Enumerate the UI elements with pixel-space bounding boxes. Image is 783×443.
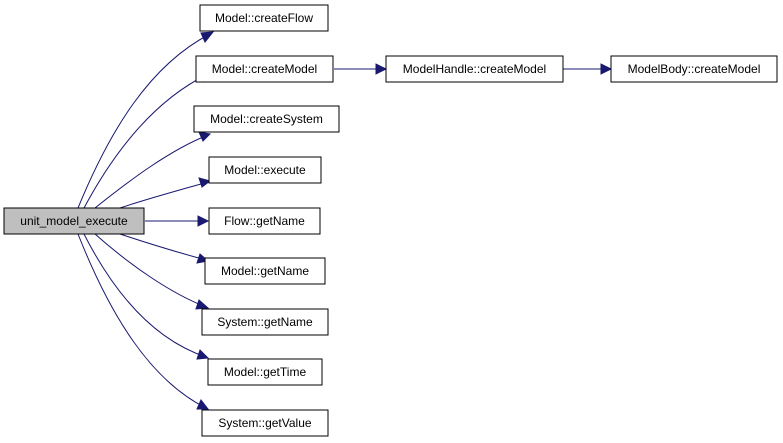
node-modelbody-createmodel[interactable]: ModelBody::createModel <box>610 55 778 83</box>
edge-root-to-createmodel <box>83 73 209 209</box>
arrow-root-to-getvalue <box>196 399 210 410</box>
node-model-execute[interactable]: Model::execute <box>208 156 322 184</box>
arrow-root-to-createflow <box>200 31 215 43</box>
node-model-getname[interactable]: Model::getName <box>204 257 326 285</box>
node-flow-getname-label: Flow::getName <box>224 214 305 228</box>
node-model-createsystem-label: Model::createSystem <box>210 112 323 126</box>
edge-root-to-system-getname <box>94 233 207 308</box>
node-system-getvalue[interactable]: System::getValue <box>201 409 329 437</box>
node-modelbody-createmodel-label: ModelBody::createModel <box>628 62 761 76</box>
root-node-label: unit_model_execute <box>20 214 128 228</box>
arrow-root-to-system-getname <box>195 299 210 310</box>
arrow-root-to-execute <box>198 177 212 188</box>
node-system-getname-label: System::getName <box>217 315 313 329</box>
arrow-root-to-gettime <box>196 349 210 360</box>
node-system-getvalue-label: System::getValue <box>218 416 311 430</box>
root-node[interactable]: unit_model_execute <box>3 207 145 235</box>
edge-root-to-gettime <box>83 233 207 358</box>
node-model-createsystem[interactable]: Model::createSystem <box>193 105 340 133</box>
edge-root-to-execute <box>119 181 209 209</box>
node-modelhandle-createmodel[interactable]: ModelHandle::createModel <box>385 55 564 83</box>
node-model-createmodel-label: Model::createModel <box>212 62 317 76</box>
edge-root-to-model-getname <box>119 233 207 261</box>
node-model-execute-label: Model::execute <box>224 163 306 177</box>
arrow-root-to-flow-getname <box>197 215 210 227</box>
arrow-modelhandle-to-modelbody <box>600 63 613 75</box>
node-model-createflow[interactable]: Model::createFlow <box>199 4 329 32</box>
node-flow-getname[interactable]: Flow::getName <box>208 207 321 235</box>
node-model-getname-label: Model::getName <box>221 264 309 278</box>
edge-root-to-getvalue <box>77 233 207 409</box>
edge-root-to-createflow <box>77 33 211 209</box>
arrow-root-to-createsystem <box>198 131 212 142</box>
node-model-gettime-label: Model::getTime <box>224 365 307 379</box>
node-model-gettime[interactable]: Model::getTime <box>207 358 323 386</box>
node-modelhandle-createmodel-label: ModelHandle::createModel <box>403 62 546 76</box>
node-model-createflow-label: Model::createFlow <box>215 11 313 25</box>
edges <box>77 31 613 410</box>
node-system-getname[interactable]: System::getName <box>201 308 329 336</box>
arrow-createmodel-to-modelhandle <box>375 63 388 75</box>
node-model-createmodel[interactable]: Model::createModel <box>195 55 334 83</box>
edge-root-to-createsystem <box>94 134 209 209</box>
